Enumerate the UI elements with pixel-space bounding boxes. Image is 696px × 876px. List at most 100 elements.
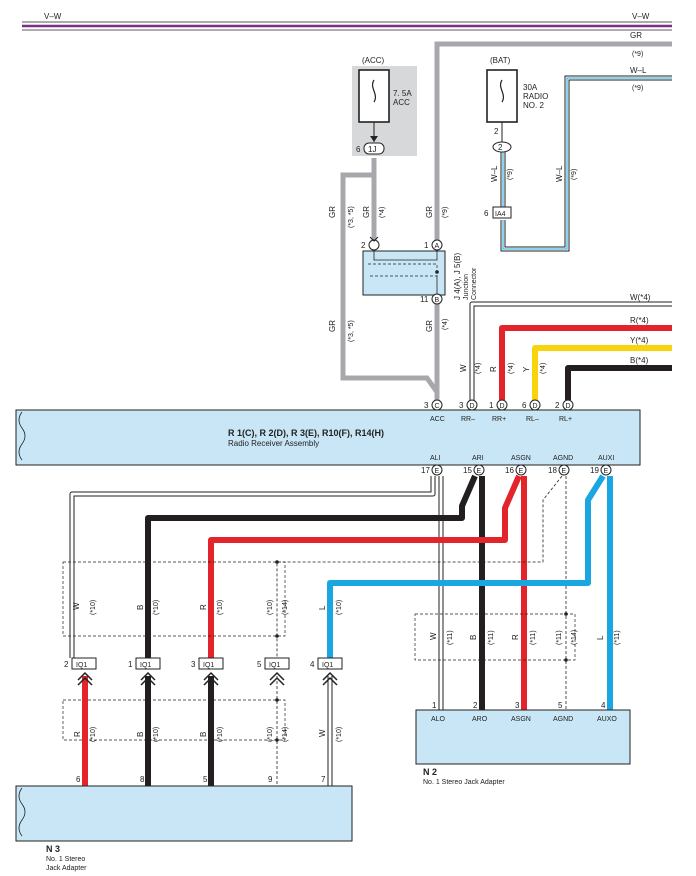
svg-text:L: L [318, 605, 327, 610]
svg-text:W: W [318, 729, 327, 737]
label-n9-2: (*9) [507, 169, 514, 180]
svg-text:IQ1: IQ1 [140, 662, 151, 669]
svg-text:1: 1 [489, 401, 494, 410]
svg-text:(*10): (*10) [153, 600, 160, 615]
iq1-connector: IQ1 5 [257, 657, 290, 686]
right-label-wl: W–L [630, 66, 647, 75]
svg-text:(*11): (*11) [530, 630, 537, 645]
radio-bottom-pin: AUXI E 19 [590, 455, 614, 476]
svg-text:1: 1 [128, 660, 133, 669]
wl-wire [500, 75, 672, 252]
lower-wire-labels: W (*10) B (*10) R (*10) (*10) (*14) L (*… [72, 600, 621, 742]
svg-text:1: 1 [432, 701, 437, 710]
label-gr-4: GR [328, 320, 337, 332]
svg-text:AUXO: AUXO [597, 716, 617, 723]
svg-text:B: B [199, 732, 208, 737]
svg-text:ARI: ARI [472, 455, 484, 462]
svg-text:C: C [435, 403, 440, 410]
svg-text:4: 4 [601, 701, 606, 710]
jc-sub2: Connector [471, 267, 478, 300]
fuse-symbol-acc [371, 79, 377, 103]
fuse-bat: (BAT) 30A RADIO NO. 2 2 2 IA4 6 [484, 56, 548, 219]
svg-text:(*10): (*10) [267, 727, 274, 742]
fuse-bat-rating: 30A [523, 83, 538, 92]
y-wire [532, 345, 672, 400]
jc-pin-2: 2 [361, 241, 366, 250]
svg-text:E: E [604, 468, 609, 475]
label-gr-1: GR [328, 206, 337, 218]
iq1-connectors: IQ1 2 IQ1 1 IQ1 3 IQ1 5 IQ1 4 [64, 657, 343, 686]
svg-text:(*11): (*11) [556, 630, 563, 645]
svg-text:R: R [199, 604, 208, 610]
svg-text:AGND: AGND [553, 455, 573, 462]
svg-text:E: E [477, 468, 482, 475]
svg-text:18: 18 [548, 466, 557, 475]
r-wire [499, 325, 672, 400]
svg-text:(*10): (*10) [217, 600, 224, 615]
right-note-gr: (*9) [632, 51, 643, 58]
iq1-connector: IQ1 3 [191, 657, 224, 686]
label-n35-1: (*3, *5) [348, 206, 355, 228]
svg-text:2: 2 [555, 401, 560, 410]
svg-text:R: R [511, 634, 520, 640]
svg-text:3: 3 [191, 660, 196, 669]
junction-connector: A 1 2 B 11 J 4(A), J 5(B) Junction Conne… [361, 236, 478, 305]
n2-adapter: 1 2 3 5 4 ALO ARO ASGN AGND AUXO N 2 No.… [415, 701, 631, 786]
radio-bottom-pin: ARI E 15 [463, 455, 485, 476]
svg-text:ARO: ARO [472, 716, 488, 723]
fuse-bat-pin: 2 [498, 143, 503, 152]
bus-label-right: V–W [632, 12, 650, 21]
fuse-bat-header: (BAT) [490, 56, 511, 65]
fuse-acc-rating: 7. 5A [393, 89, 412, 98]
fuse-acc-header: (ACC) [362, 56, 385, 65]
iq1-connector: IQ1 2 [64, 657, 97, 686]
svg-text:15: 15 [463, 466, 472, 475]
label-n4-5: (*4) [540, 363, 547, 374]
fuse-acc-pin: 6 [356, 145, 361, 154]
label-wl-1: W–L [490, 165, 499, 182]
right-note-wl: (*9) [632, 85, 643, 92]
radio-bottom-pin: ASGN E 16 [505, 455, 531, 476]
lower-wires [62, 474, 613, 786]
label-wl-2: W–L [555, 165, 564, 182]
svg-text:B: B [136, 605, 145, 610]
n3-adapter: 6 8 5 9 7 N 3 No. 1 Stereo Jack Adapter [15, 775, 353, 872]
svg-text:(*10): (*10) [153, 727, 160, 742]
label-gr-5: GR [425, 320, 434, 332]
radio-receiver: R 1(C), R 2(D), R 3(E), R10(F), R14(H) R… [15, 409, 641, 466]
radio-top-pin: D 2 RL+ [555, 399, 574, 423]
jc-pin-b: B [435, 297, 440, 304]
upper-wire-labels: GR (*3, *5) GR (*4) GR (*9) W–L (*9) W–L… [328, 31, 651, 374]
svg-text:ACC: ACC [430, 416, 445, 423]
svg-text:IQ1: IQ1 [203, 662, 214, 669]
radio-title: R 1(C), R 2(D), R 3(E), R10(F), R14(H) [228, 428, 384, 438]
svg-text:ALO: ALO [431, 716, 446, 723]
radio-bottom-pins: ALI E 17 ARI E 15 ASGN E 16 AGND E 18 AU… [421, 455, 614, 476]
radio-bottom-pin: ALI E 17 [421, 455, 443, 476]
right-label-gr: GR [630, 31, 642, 40]
fuse-acc-conn: 1J [368, 145, 376, 154]
radio-top-pin: C 3 ACC [424, 399, 445, 423]
svg-text:16: 16 [505, 466, 514, 475]
svg-text:E: E [435, 468, 440, 475]
label-w-1: W [459, 364, 468, 372]
label-n9-1: (*9) [442, 207, 449, 218]
svg-text:W: W [72, 602, 81, 610]
svg-text:IQ1: IQ1 [269, 662, 280, 669]
label-n4-1: (*4) [379, 207, 386, 218]
jc-title: J 4(A), J 5(B) [453, 253, 462, 300]
svg-text:B: B [136, 732, 145, 737]
svg-text:2: 2 [64, 660, 69, 669]
svg-text:19: 19 [590, 466, 599, 475]
svg-text:AGND: AGND [553, 716, 573, 723]
radio-top-pin: D 3 RR– [459, 399, 478, 423]
radio-top-pin: D 6 RL– [522, 399, 541, 423]
fuse-bat-name: RADIO [523, 92, 548, 101]
n3-code: N 3 [46, 844, 60, 854]
svg-text:6: 6 [522, 401, 527, 410]
gr-wires [340, 41, 672, 400]
n3-name-2: Jack Adapter [46, 865, 87, 872]
jc-pin-b-num: 11 [420, 295, 429, 304]
svg-text:(*14): (*14) [282, 727, 289, 742]
